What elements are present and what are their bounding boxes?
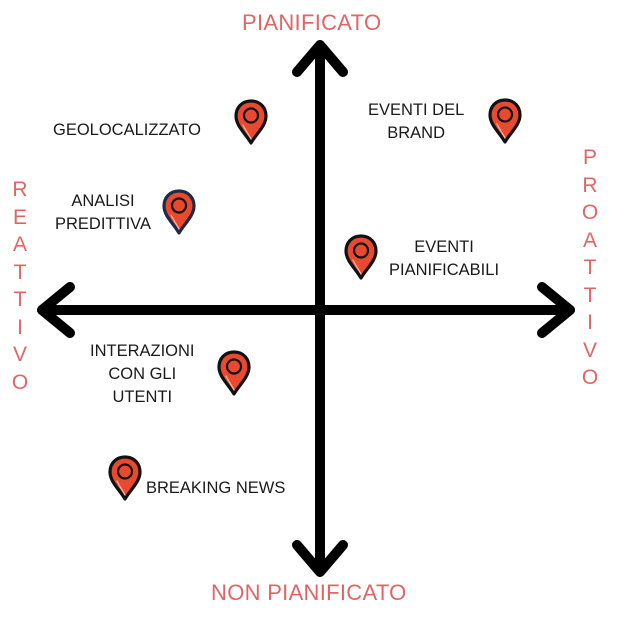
- axis-letter: O: [581, 366, 599, 389]
- axis-title-left: R E A T T I V O: [8, 176, 32, 396]
- item-label-analisi-predittiva: ANALISI PREDITTIVA: [55, 192, 151, 233]
- axis-title-top: PIANIFICATO: [242, 10, 382, 35]
- axis-title-bottom: NON PIANIFICATO: [211, 580, 407, 605]
- horizontal-axis-arrow: [37, 282, 575, 338]
- item-label-eventi-pianificabili: EVENTI PIANIFICABILI: [389, 238, 500, 279]
- axis-letter: A: [12, 233, 27, 256]
- map-pin-icon: [217, 350, 251, 396]
- map-pin-icon: [108, 455, 142, 501]
- map-pin-icon: [162, 189, 196, 235]
- axis-letter: T: [583, 256, 597, 279]
- axis-letter: A: [582, 228, 597, 252]
- item-label-eventi-del-brand: EVENTI DEL BRAND: [368, 101, 465, 142]
- axis-letter: T: [13, 288, 27, 311]
- item-label-geolocalizzato: GEOLOCALIZZATO: [53, 121, 201, 139]
- map-pin-icon: [234, 99, 268, 145]
- item-label-breaking-news: BREAKING NEWS: [146, 479, 286, 497]
- item-label-interazioni-con-gli-utenti: INTERAZIONI CON GLI UTENTI: [90, 342, 195, 406]
- axis-letter: R: [12, 178, 28, 201]
- map-pin-icon: [344, 234, 378, 280]
- axis-letter: P: [582, 146, 597, 169]
- axis-title-right: P R O A T T I V O: [578, 144, 602, 392]
- map-pin-icon: [488, 98, 522, 144]
- axis-letter: V: [12, 343, 27, 366]
- axis-letter: T: [583, 283, 597, 307]
- axis-letter: I: [17, 315, 23, 339]
- axis-letter: E: [12, 205, 27, 229]
- axis-letter: T: [13, 260, 27, 284]
- axis-letter: R: [582, 173, 598, 197]
- axis-letter: O: [11, 370, 29, 394]
- axis-letter: I: [587, 311, 593, 334]
- axis-letter: O: [581, 201, 599, 224]
- axis-letter: V: [582, 338, 597, 362]
